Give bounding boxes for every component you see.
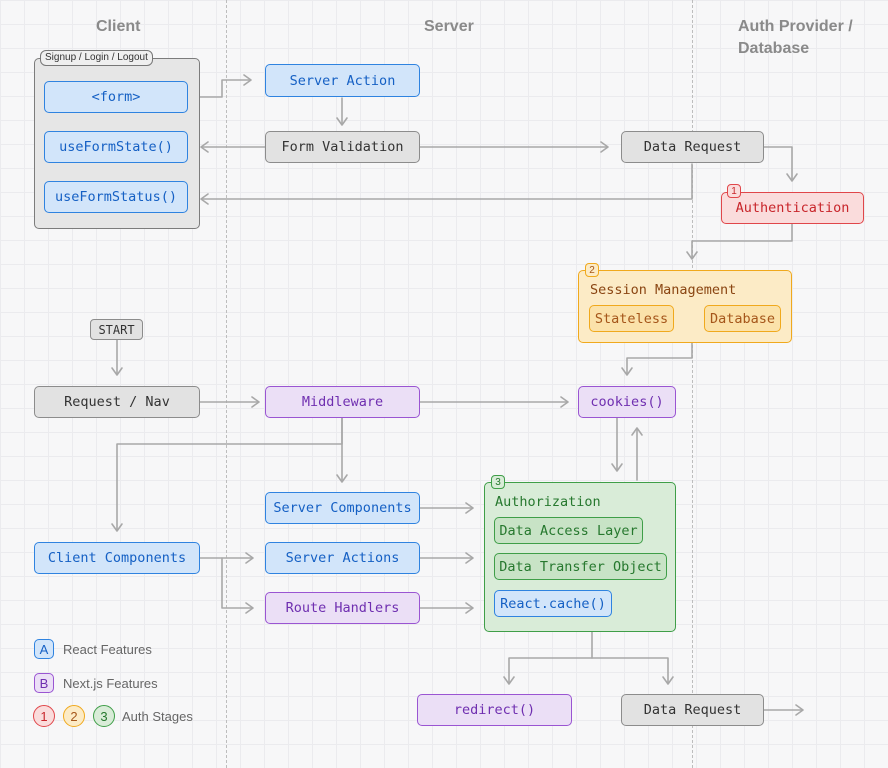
legend-react-label: React Features (63, 642, 152, 657)
middleware-box[interactable]: Middleware (265, 386, 420, 418)
redirect-box[interactable]: redirect() (417, 694, 572, 726)
lane-title-auth-line2: Database (738, 40, 810, 57)
authentication-box[interactable]: Authentication (721, 192, 864, 224)
use-form-state-box[interactable]: useFormState() (44, 131, 188, 163)
lane-divider-server-auth (692, 0, 693, 768)
session-management-title: Session Management (590, 282, 737, 298)
start-box: START (90, 319, 143, 340)
legend-stages-label: Auth Stages (122, 709, 193, 724)
form-validation-box[interactable]: Form Validation (265, 131, 420, 163)
authorization-title: Authorization (495, 494, 601, 510)
use-form-status-box[interactable]: useFormStatus() (44, 181, 188, 213)
data-transfer-object-box[interactable]: Data Transfer Object (494, 553, 667, 580)
database-box[interactable]: Database (704, 305, 781, 332)
lane-divider-client-server (226, 0, 227, 768)
data-request-top-box[interactable]: Data Request (621, 131, 764, 163)
stage-3-badge: 3 (491, 475, 505, 489)
lane-title-auth-line1: Auth Provider / (738, 18, 853, 35)
data-access-layer-box[interactable]: Data Access Layer (494, 517, 643, 544)
legend-stage-1-icon: 1 (33, 705, 55, 727)
stateless-box[interactable]: Stateless (589, 305, 674, 332)
form-element-box[interactable]: <form> (44, 81, 188, 113)
legend-nextjs-label: Next.js Features (63, 676, 158, 691)
server-action-box[interactable]: Server Action (265, 64, 420, 97)
cookies-box[interactable]: cookies() (578, 386, 676, 418)
request-nav-box[interactable]: Request / Nav (34, 386, 200, 418)
legend-stage-2-icon: 2 (63, 705, 85, 727)
data-request-bottom-box[interactable]: Data Request (621, 694, 764, 726)
lane-title-server: Server (424, 18, 474, 35)
client-components-box[interactable]: Client Components (34, 542, 200, 574)
legend-nextjs-icon: B (34, 673, 54, 693)
legend-react-icon: A (34, 639, 54, 659)
stage-1-badge: 1 (727, 184, 741, 198)
stage-2-badge: 2 (585, 263, 599, 277)
lane-title-client: Client (96, 18, 141, 35)
signup-login-logout-tag: Signup / Login / Logout (40, 50, 153, 66)
route-handlers-box[interactable]: Route Handlers (265, 592, 420, 624)
legend-stage-3-icon: 3 (93, 705, 115, 727)
react-cache-box[interactable]: React.cache() (494, 590, 612, 617)
server-actions-box[interactable]: Server Actions (265, 542, 420, 574)
server-components-box[interactable]: Server Components (265, 492, 420, 524)
